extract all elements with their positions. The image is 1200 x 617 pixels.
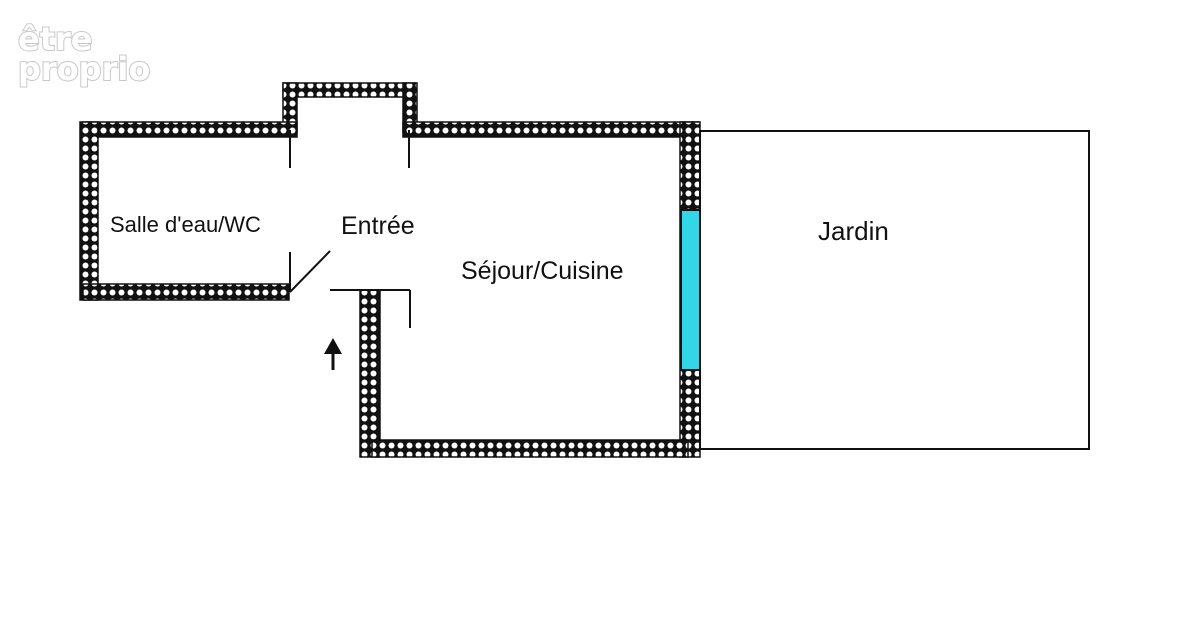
walls [79, 82, 701, 458]
wall-bath-bottom [82, 283, 290, 301]
wall-left [79, 121, 99, 301]
door-swing [289, 250, 331, 293]
wall-bay-top [282, 82, 417, 98]
watermark-line-2: proprio [18, 50, 150, 88]
wall-top-left [82, 121, 298, 138]
wall-sejour-bottom [371, 439, 689, 458]
room-label-sejour: Séjour/Cuisine [461, 257, 624, 285]
watermark-line-1: être [18, 20, 92, 58]
watermark-logo: être proprio [17, 19, 151, 89]
window [680, 209, 701, 371]
garden-area [699, 130, 1090, 450]
wall-top-right [402, 121, 700, 138]
wall-sejour-left [359, 289, 381, 458]
room-label-salle-eau: Salle d'eau/WC [110, 212, 261, 237]
arrow-up-icon [324, 338, 342, 370]
room-label-jardin: Jardin [818, 216, 889, 246]
room-label-entree: Entrée [341, 212, 415, 240]
partition-lines [289, 130, 411, 328]
